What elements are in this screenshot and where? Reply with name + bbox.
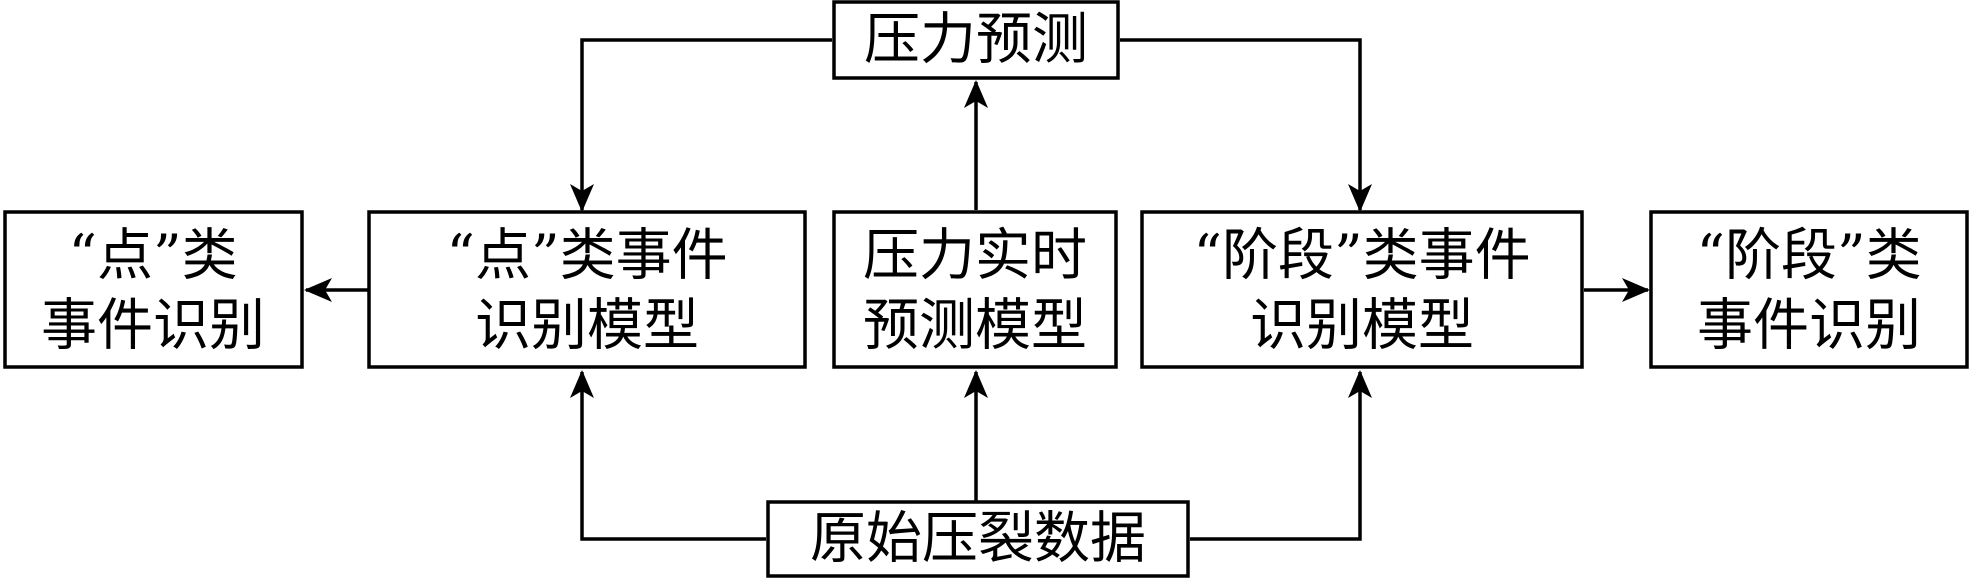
arrowhead-realtime-model-bottom bbox=[964, 370, 988, 398]
node-stage-recognition-line-1: “阶段”类 bbox=[1696, 224, 1921, 289]
arrowhead-point-model-top bbox=[570, 184, 594, 212]
arrowhead-stage-model-top bbox=[1348, 184, 1372, 212]
arrowhead-stage-model-bottom bbox=[1348, 370, 1372, 398]
arrow-raw-to-stage-model bbox=[1190, 372, 1362, 541]
node-point-model: “点”类事件 识别模型 bbox=[367, 210, 807, 369]
node-raw-data-label: 原始压裂数据 bbox=[810, 507, 1146, 572]
node-stage-model: “阶段”类事件 识别模型 bbox=[1140, 210, 1584, 369]
arrowheads bbox=[304, 80, 1650, 398]
arrow-raw-to-point-model bbox=[580, 372, 766, 541]
node-stage-recognition-line-2: 事件识别 bbox=[1697, 294, 1921, 359]
node-stage-model-line-1: “阶段”类事件 bbox=[1193, 224, 1530, 289]
node-stage-recognition: “阶段”类 事件识别 bbox=[1649, 210, 1969, 369]
node-point-recognition-line-1: “点”类 bbox=[68, 224, 237, 289]
node-realtime-model: 压力实时 预测模型 bbox=[832, 210, 1118, 369]
arrowhead-forecast-bottom bbox=[964, 80, 988, 108]
arrow-forecast-to-point-model bbox=[580, 38, 832, 210]
node-realtime-model-line-1: 压力实时 bbox=[863, 224, 1087, 289]
node-pressure-forecast-label: 压力预测 bbox=[864, 8, 1088, 73]
node-stage-model-line-2: 识别模型 bbox=[1250, 294, 1474, 359]
node-raw-data: 原始压裂数据 bbox=[766, 500, 1190, 578]
node-point-recognition-line-2: 事件识别 bbox=[41, 294, 265, 359]
arrowhead-point-recognition-right bbox=[304, 278, 332, 302]
node-point-model-line-2: 识别模型 bbox=[475, 294, 699, 359]
arrow-forecast-to-stage-model bbox=[1120, 38, 1362, 210]
arrowhead-stage-recognition-left bbox=[1622, 278, 1650, 302]
node-point-model-line-1: “点”类事件 bbox=[446, 224, 727, 289]
node-realtime-model-line-2: 预测模型 bbox=[863, 294, 1087, 359]
node-pressure-forecast: 压力预测 bbox=[832, 0, 1120, 80]
arrowhead-point-model-bottom bbox=[570, 370, 594, 398]
node-point-recognition: “点”类 事件识别 bbox=[3, 210, 304, 369]
